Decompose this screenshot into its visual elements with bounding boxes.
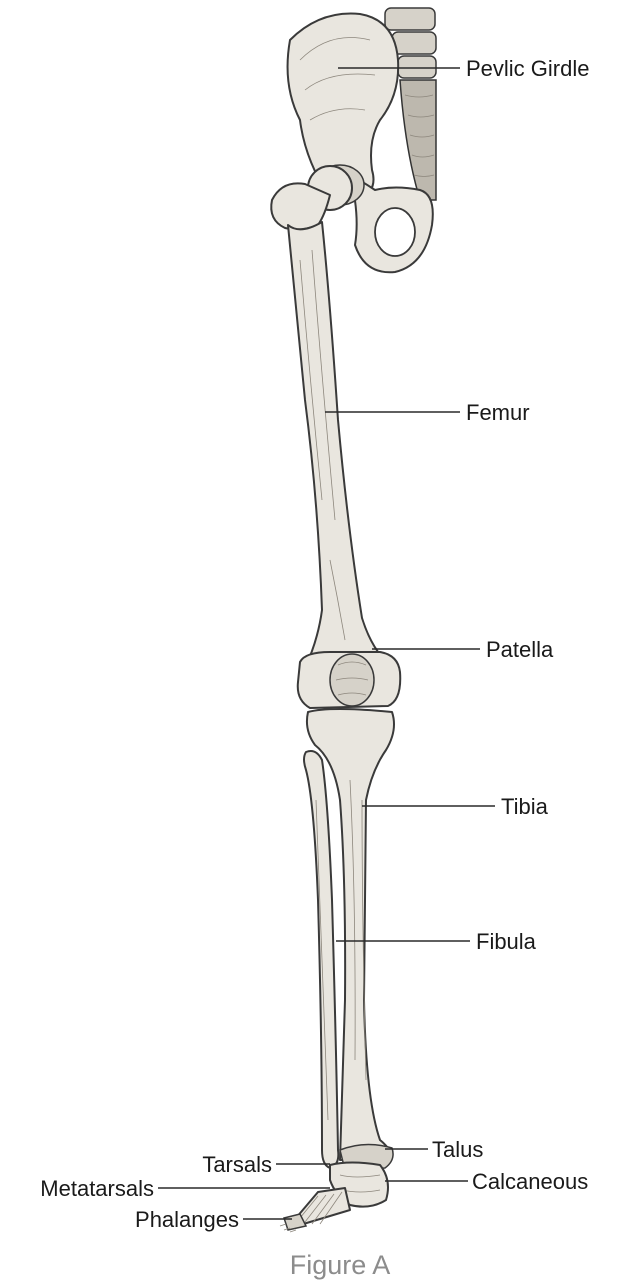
label-metatarsals: Metatarsals [40, 1176, 154, 1201]
label-tarsals: Tarsals [202, 1152, 272, 1177]
label-calcaneous: Calcaneous [472, 1169, 588, 1194]
label-tibia: Tibia [501, 794, 549, 819]
figure-caption: Figure A [290, 1250, 391, 1280]
patella-bone [330, 654, 374, 706]
fibula-bone [304, 751, 338, 1168]
label-fibula: Fibula [476, 929, 537, 954]
label-patella: Patella [486, 637, 554, 662]
label-pelvic-girdle: Pevlic Girdle [466, 56, 589, 81]
label-phalanges: Phalanges [135, 1207, 239, 1232]
label-talus: Talus [432, 1137, 483, 1162]
label-femur: Femur [466, 400, 530, 425]
